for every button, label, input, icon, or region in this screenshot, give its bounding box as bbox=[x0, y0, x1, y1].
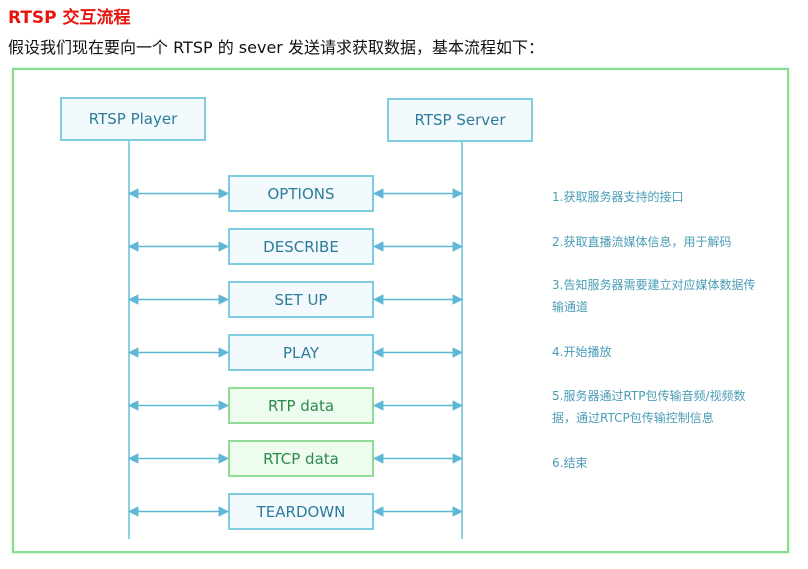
message-describe: DESCRIBE bbox=[228, 228, 374, 265]
step-note-6: 6.结束 bbox=[552, 456, 588, 470]
message-options: OPTIONS bbox=[228, 175, 374, 212]
message-rtcp-data: RTCP data bbox=[228, 440, 374, 477]
section-heading: RTSP 交互流程 bbox=[8, 8, 131, 28]
player-lifeline bbox=[128, 141, 130, 539]
message-play: PLAY bbox=[228, 334, 374, 371]
message-rtp-data: RTP data bbox=[228, 387, 374, 424]
step-note-1: 1.获取服务器支持的接口 bbox=[552, 190, 684, 204]
rtsp-server-box: RTSP Server bbox=[387, 98, 533, 142]
step-note-3: 3.告知服务器需要建立对应媒体数据传输通道 bbox=[552, 278, 756, 314]
message-setup: SET UP bbox=[228, 281, 374, 318]
intro-text: 假设我们现在要向一个 RTSP 的 sever 发送请求获取数据，基本流程如下： bbox=[8, 38, 544, 57]
rtsp-player-box: RTSP Player bbox=[60, 97, 206, 141]
step-note-4: 4.开始播放 bbox=[552, 345, 612, 359]
diagram-frame bbox=[12, 68, 789, 553]
server-lifeline bbox=[461, 142, 463, 539]
message-teardown: TEARDOWN bbox=[228, 493, 374, 530]
step-note-5: 5.服务器通过RTP包传输音频/视频数据，通过RTCP包传输控制信息 bbox=[552, 389, 746, 425]
step-note-2: 2.获取直播流媒体信息，用于解码 bbox=[552, 235, 732, 249]
